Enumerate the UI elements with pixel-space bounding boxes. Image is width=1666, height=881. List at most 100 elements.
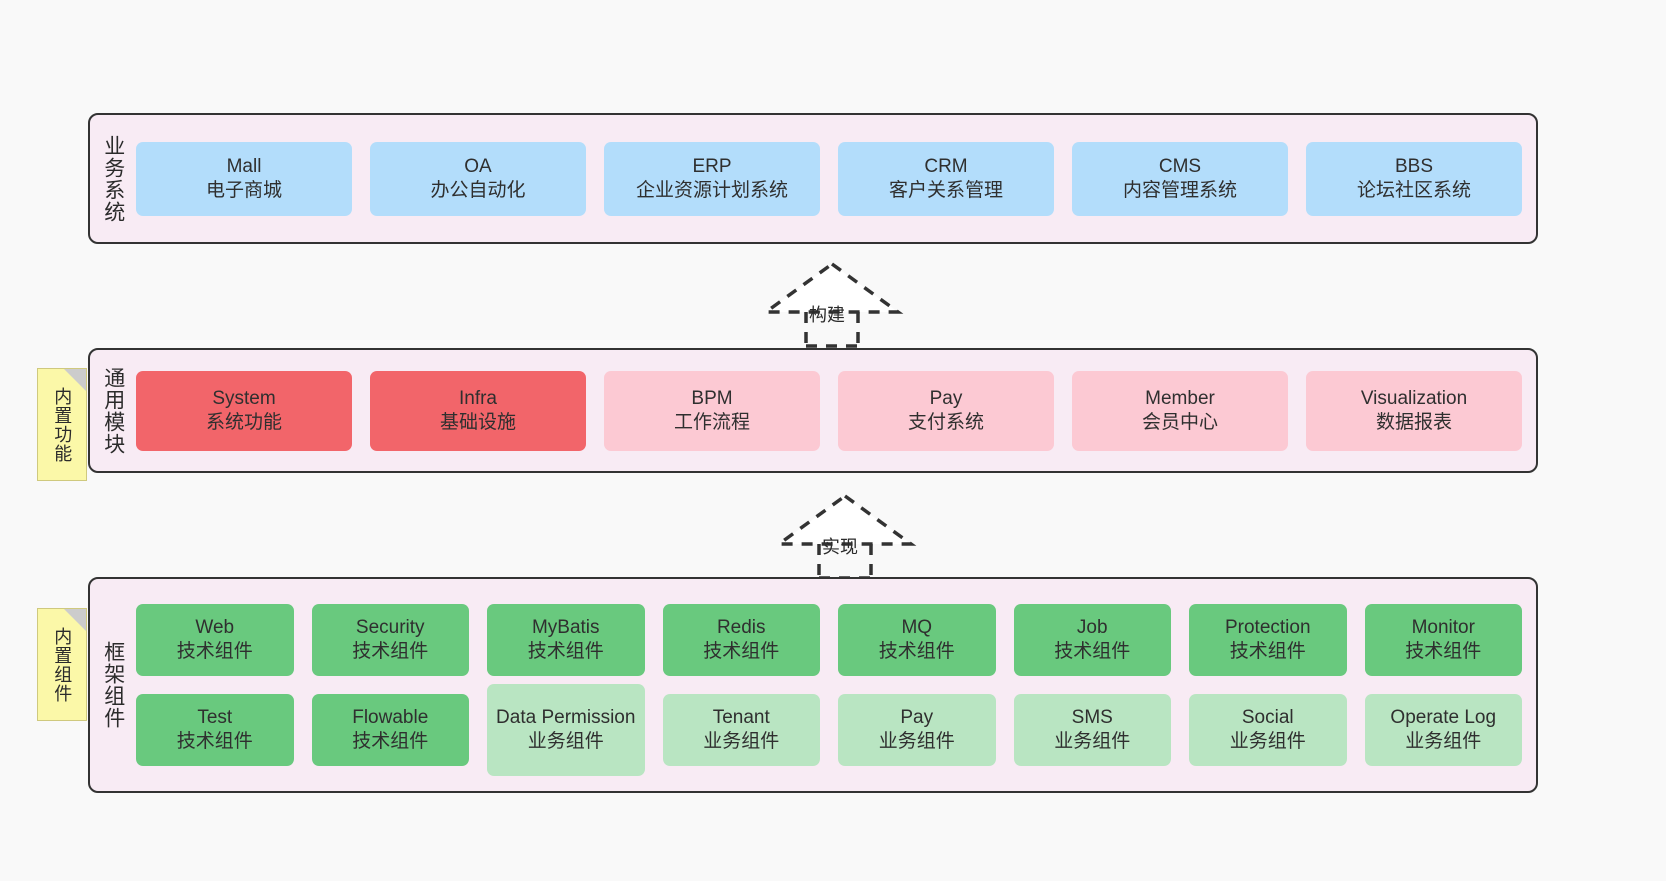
card-social-name: Social [1241,707,1294,729]
card-monitor-desc: 技术组件 [1405,641,1482,662]
layer-framework-components-title: 框架组件 [101,641,125,729]
card-flowable-desc: 技术组件 [352,731,429,752]
card-test-name: Test [197,707,233,729]
note-builtin-component: 内置组件 [37,608,87,721]
card-visualization[interactable]: Visualization 数据报表 [1306,370,1522,451]
card-member-desc: 会员中心 [1141,411,1218,433]
card-redis-desc: 技术组件 [703,641,780,662]
layer-framework-components: 框架组件 Web 技术组件 Security 技术组件 MyBatis 技术组件… [88,577,1538,793]
card-data-permission-desc: 业务组件 [527,731,604,752]
card-job[interactable]: Job 技术组件 [1013,604,1171,676]
card-crm-desc: 客户关系管理 [888,179,1003,201]
card-security-desc: 技术组件 [352,641,429,662]
card-bpm-name: BPM [691,387,733,409]
note-fold-corner-icon [64,609,86,631]
layer-business-system-title: 业务系统 [101,134,125,223]
card-operate-log[interactable]: Operate Log 业务组件 [1364,694,1522,766]
card-oa-name: OA [464,155,492,177]
card-system-desc: 系统功能 [205,411,282,433]
card-job-desc: 技术组件 [1054,641,1131,662]
card-pay-module[interactable]: Pay 支付系统 [838,370,1054,451]
card-mq-name: MQ [901,617,933,639]
card-infra-name: Infra [458,387,498,409]
card-pay-component-name: Pay [900,707,934,729]
card-pay-module-desc: 支付系统 [907,411,984,433]
card-web[interactable]: Web 技术组件 [136,604,294,676]
framework-business-row: Test 技术组件 Flowable 技术组件 Data Permission … [136,684,1522,776]
card-data-permission[interactable]: Data Permission 业务组件 [487,684,645,776]
card-crm-name: CRM [924,155,968,177]
card-protection[interactable]: Protection 技术组件 [1189,604,1347,676]
card-tenant-desc: 业务组件 [703,731,780,752]
connector-implement: 实现 [765,490,925,580]
common-modules-row: System 系统功能 Infra 基础设施 BPM 工作流程 Pay 支付系统… [136,370,1522,451]
card-erp[interactable]: ERP 企业资源计划系统 [604,141,820,216]
card-pay-module-name: Pay [929,387,963,409]
layer-business-system: 业务系统 Mall 电子商城 OA 办公自动化 ERP 企业资源计划系统 CRM… [88,113,1538,244]
card-protection-desc: 技术组件 [1229,641,1306,662]
card-cms-desc: 内容管理系统 [1122,179,1237,201]
card-flowable-name: Flowable [352,707,429,729]
card-operate-log-name: Operate Log [1390,707,1497,729]
layer-common-modules: 通用模块 System 系统功能 Infra 基础设施 BPM 工作流程 Pay… [88,348,1538,473]
card-bbs[interactable]: BBS 论坛社区系统 [1306,141,1522,216]
card-sms[interactable]: SMS 业务组件 [1013,694,1171,766]
card-operate-log-desc: 业务组件 [1405,731,1482,752]
connector-build-label: 构建 [809,305,845,325]
card-member-name: Member [1145,387,1215,409]
layer-common-modules-title: 通用模块 [101,366,125,455]
card-infra[interactable]: Infra 基础设施 [370,370,586,451]
connector-build-arrow-icon [760,261,904,348]
card-monitor[interactable]: Monitor 技术组件 [1364,604,1522,676]
card-redis[interactable]: Redis 技术组件 [662,604,820,676]
card-tenant[interactable]: Tenant 业务组件 [662,694,820,766]
card-bbs-desc: 论坛社区系统 [1356,179,1471,201]
card-mq[interactable]: MQ 技术组件 [838,604,996,676]
layer-business-system-body: Mall 电子商城 OA 办公自动化 ERP 企业资源计划系统 CRM 客户关系… [136,115,1536,242]
card-test[interactable]: Test 技术组件 [136,694,294,766]
card-cms-name: CMS [1158,155,1202,177]
card-mall[interactable]: Mall 电子商城 [136,141,352,216]
card-mall-desc: 电子商城 [205,179,282,201]
layer-framework-components-body: Web 技术组件 Security 技术组件 MyBatis 技术组件 Redi… [136,579,1536,791]
card-flowable[interactable]: Flowable 技术组件 [311,694,469,766]
card-test-desc: 技术组件 [176,731,253,752]
card-bbs-name: BBS [1394,155,1434,177]
card-erp-desc: 企业资源计划系统 [635,179,788,201]
card-tenant-name: Tenant [712,707,770,729]
card-system-name: System [212,387,276,409]
card-bpm[interactable]: BPM 工作流程 [604,370,820,451]
card-mybatis-desc: 技术组件 [527,641,604,662]
card-cms[interactable]: CMS 内容管理系统 [1072,141,1288,216]
card-mybatis-name: MyBatis [531,617,600,639]
card-oa[interactable]: OA 办公自动化 [370,141,586,216]
framework-tech-row: Web 技术组件 Security 技术组件 MyBatis 技术组件 Redi… [136,604,1522,676]
card-monitor-name: Monitor [1411,617,1475,639]
card-security-name: Security [355,617,425,639]
card-mq-desc: 技术组件 [878,641,955,662]
connector-build: 构建 [752,258,912,348]
card-web-name: Web [195,617,235,639]
card-mybatis[interactable]: MyBatis 技术组件 [487,604,645,676]
card-data-permission-name: Data Permission [496,707,636,729]
card-infra-desc: 基础设施 [439,411,516,433]
card-social-desc: 业务组件 [1229,731,1306,752]
card-security[interactable]: Security 技术组件 [311,604,469,676]
card-job-name: Job [1076,617,1108,639]
card-member[interactable]: Member 会员中心 [1072,370,1288,451]
card-mall-name: Mall [226,155,262,177]
card-web-desc: 技术组件 [176,641,253,662]
layer-common-modules-body: System 系统功能 Infra 基础设施 BPM 工作流程 Pay 支付系统… [136,350,1536,471]
note-builtin-function-label: 内置功能 [52,386,73,463]
note-builtin-function: 内置功能 [37,368,87,481]
card-sms-desc: 业务组件 [1054,731,1131,752]
card-protection-name: Protection [1224,617,1311,639]
card-system[interactable]: System 系统功能 [136,370,352,451]
card-crm[interactable]: CRM 客户关系管理 [838,141,1054,216]
card-visualization-desc: 数据报表 [1375,411,1452,433]
card-pay-component[interactable]: Pay 业务组件 [838,694,996,766]
card-pay-component-desc: 业务组件 [878,731,955,752]
card-social[interactable]: Social 业务组件 [1189,694,1347,766]
note-builtin-component-label: 内置组件 [52,626,73,703]
